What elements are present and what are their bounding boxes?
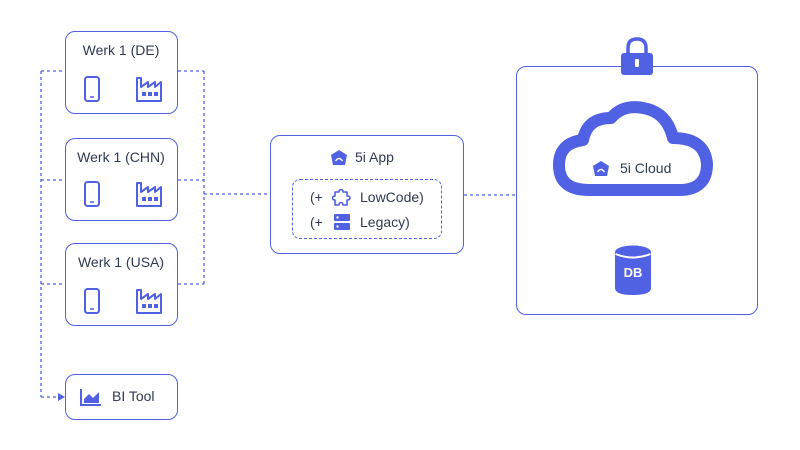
plant-card-usa[interactable]: Werk 1 (USA) bbox=[65, 243, 178, 326]
extension-prefix: (+ bbox=[310, 189, 323, 205]
plant-label: Werk 1 (DE) bbox=[82, 42, 160, 58]
smartphone-icon bbox=[84, 76, 100, 102]
extensions-group bbox=[292, 179, 442, 239]
factory-icon bbox=[136, 77, 162, 102]
app-label: 5i App bbox=[355, 149, 394, 165]
plant-label: Werk 1 (USA) bbox=[77, 254, 165, 270]
chart-icon bbox=[80, 389, 101, 406]
factory-icon bbox=[136, 289, 162, 314]
plant-card-chn[interactable]: Werk 1 (CHN) bbox=[65, 138, 178, 221]
extension-prefix: (+ bbox=[310, 214, 323, 230]
plant-label: Werk 1 (CHN) bbox=[77, 149, 165, 165]
database-icon bbox=[615, 245, 651, 295]
5i-logo-icon bbox=[331, 150, 347, 165]
lock-icon bbox=[621, 37, 653, 75]
factory-icon bbox=[136, 182, 162, 207]
plant-card-de[interactable]: Werk 1 (DE) bbox=[65, 31, 178, 114]
smartphone-icon bbox=[84, 288, 100, 314]
bi-tool-label: BI Tool bbox=[112, 388, 155, 404]
app-card[interactable]: 5i App (+ LowCode) (+ Legacy) bbox=[270, 135, 464, 254]
bi-tool-card[interactable]: BI Tool bbox=[65, 374, 178, 420]
smartphone-icon bbox=[84, 181, 100, 207]
cloud-label: 5i Cloud bbox=[620, 160, 672, 176]
arrow-head-bi-tool bbox=[58, 393, 65, 401]
server-icon bbox=[334, 214, 350, 230]
cloud-icon bbox=[553, 101, 713, 196]
5i-logo-icon bbox=[593, 161, 609, 176]
puzzle-icon bbox=[332, 189, 351, 206]
extension-label: LowCode) bbox=[360, 189, 424, 205]
extension-label: Legacy) bbox=[360, 214, 410, 230]
database-label: DB bbox=[623, 265, 643, 280]
